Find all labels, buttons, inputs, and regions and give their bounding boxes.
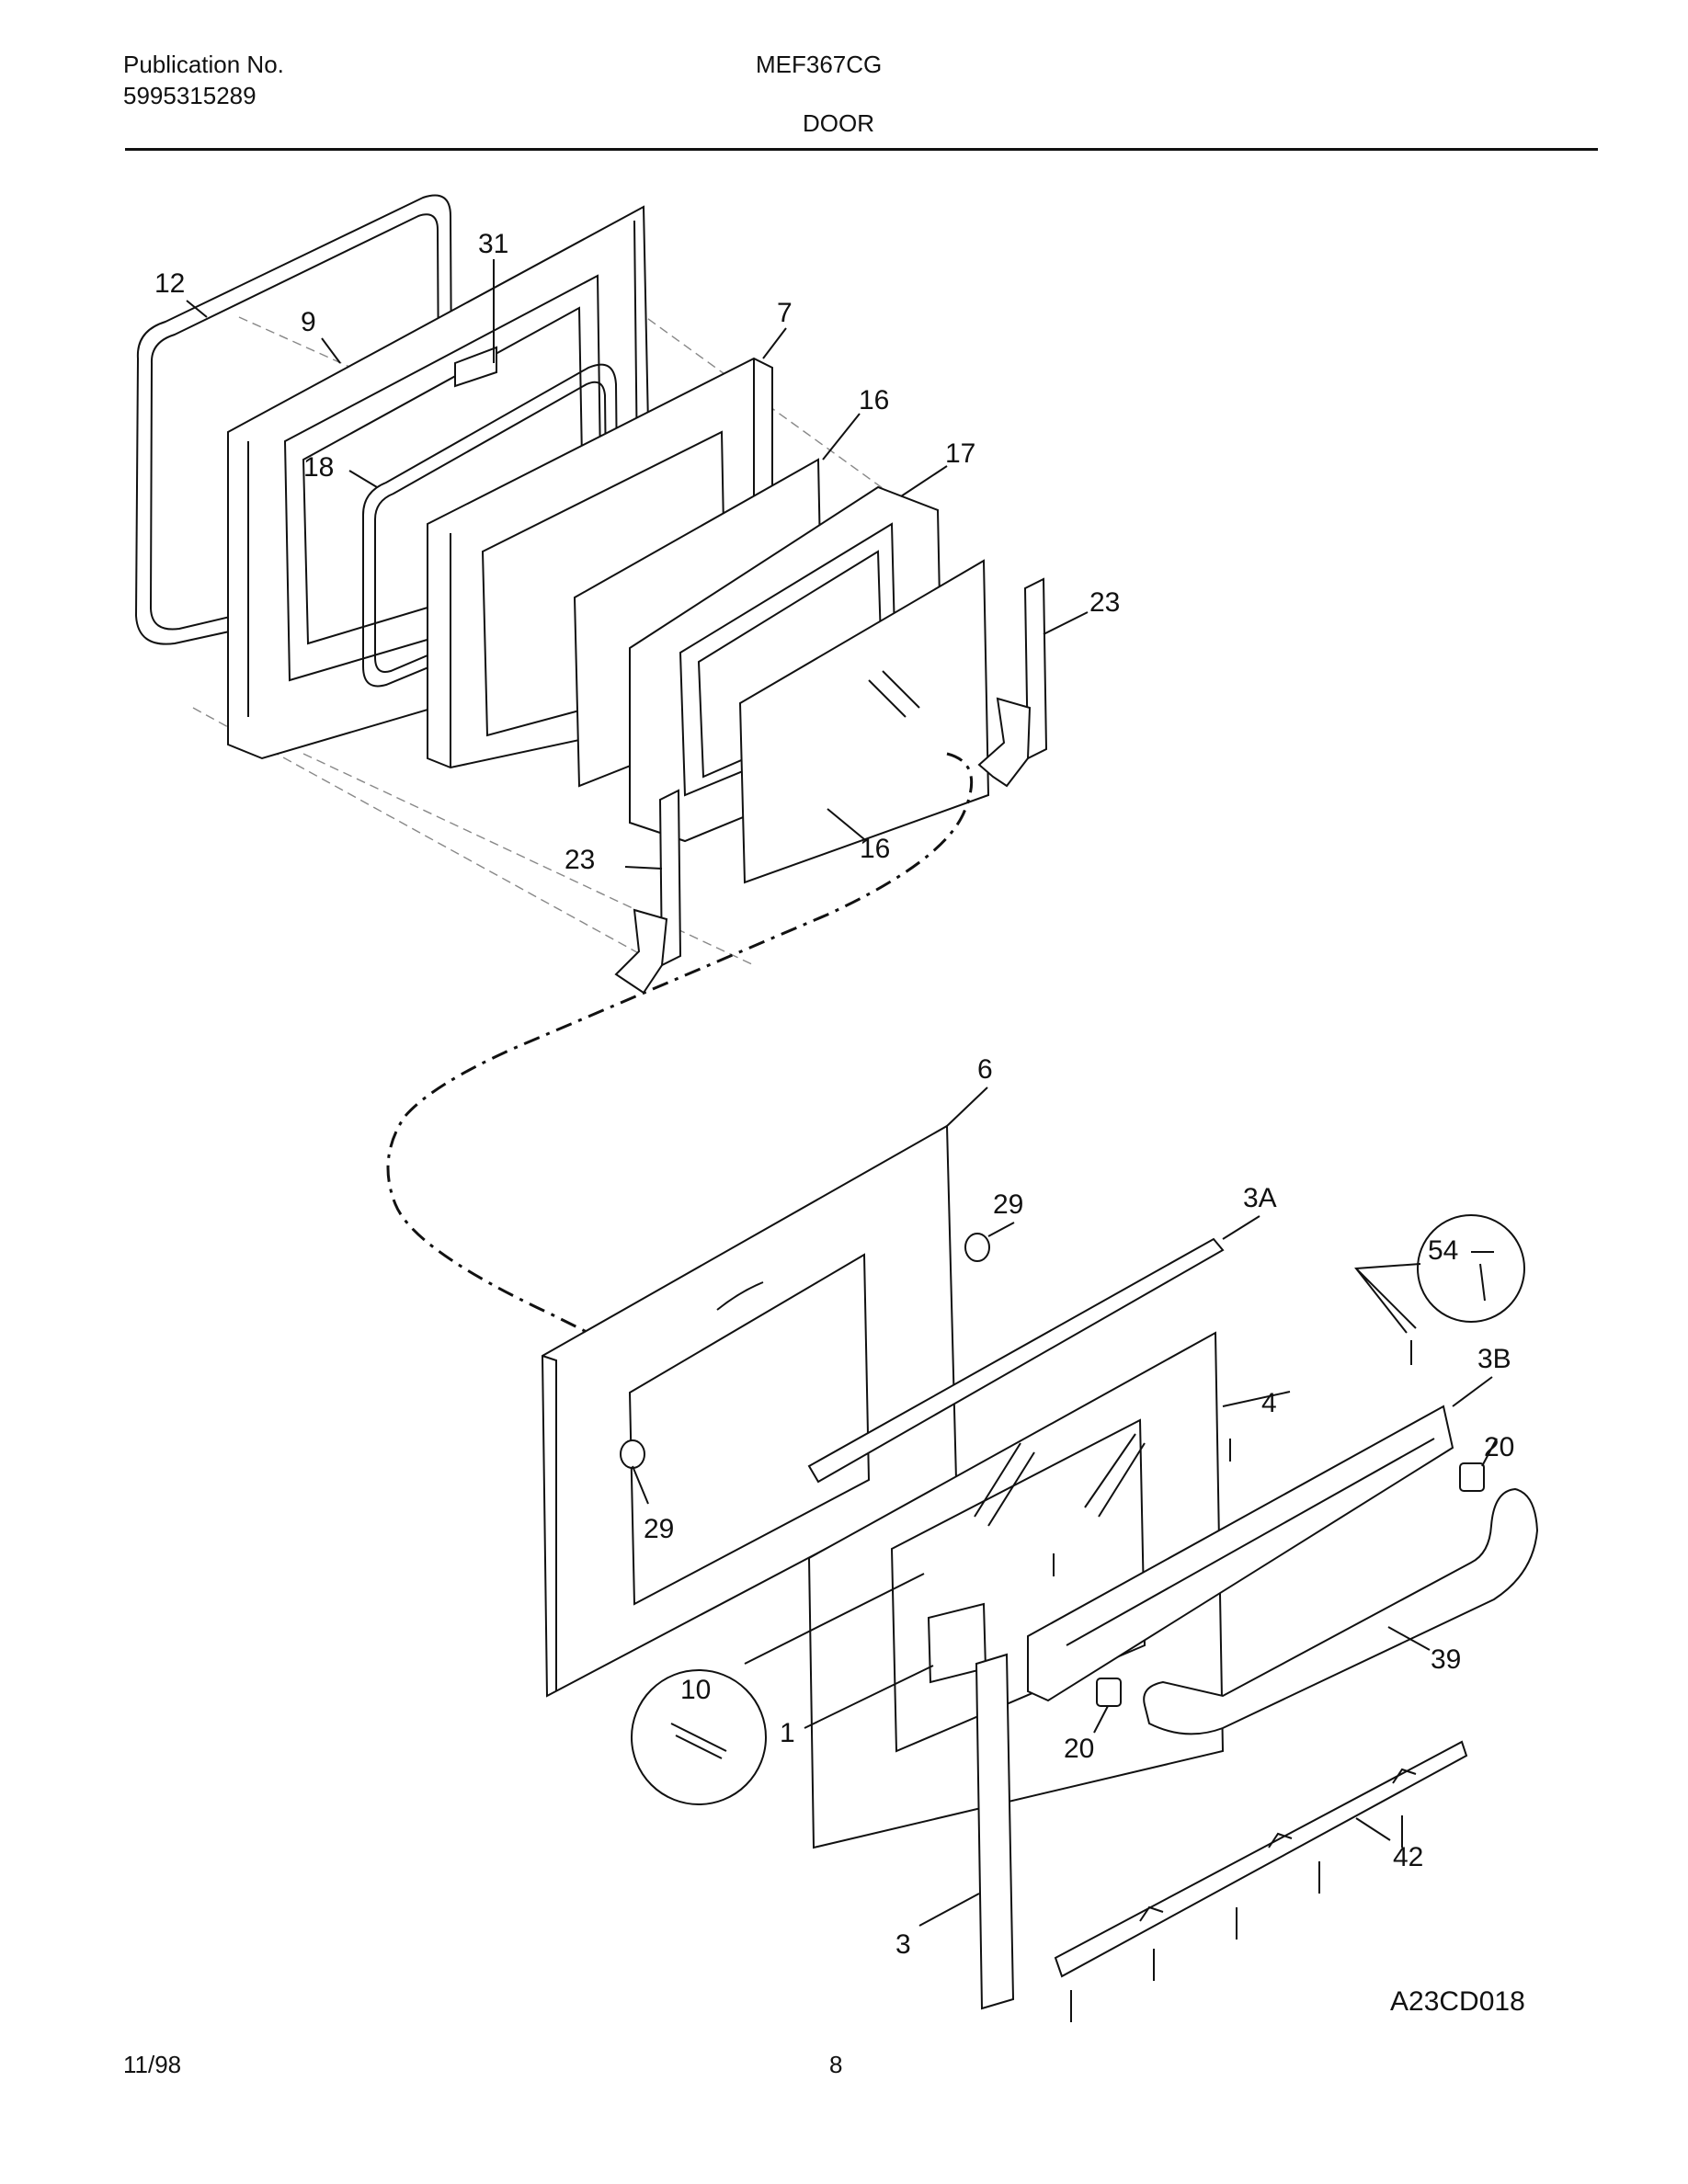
mounting-screws (1053, 1340, 1412, 1576)
callout-17: 17 (945, 438, 975, 469)
trim-end-cap-right (1459, 1462, 1485, 1492)
screw-detail-circle (631, 1573, 925, 1805)
header-rule (125, 148, 1598, 151)
callout-6: 6 (977, 1054, 993, 1085)
callout-1: 1 (780, 1718, 795, 1748)
callout-4: 4 (1261, 1388, 1277, 1418)
screw-detail-circle-54 (1354, 1214, 1525, 1334)
callout-16-upper: 16 (859, 385, 889, 415)
callout-12: 12 (154, 268, 185, 299)
page-number: 8 (829, 2051, 843, 2078)
leader-lines (186, 259, 1498, 1927)
door-hinge-right (977, 577, 1048, 788)
callout-20-left: 20 (1064, 1734, 1094, 1764)
assembly-connector-path (386, 752, 974, 1422)
callout-29-upper: 29 (993, 1189, 1023, 1220)
callout-29-lower: 29 (644, 1514, 674, 1544)
door-bumper-lower (620, 1439, 645, 1469)
callout-42: 42 (1393, 1842, 1423, 1872)
callout-23-left: 23 (565, 845, 595, 875)
trim-end-cap-left (1096, 1678, 1122, 1707)
model-number: MEF367CG (756, 51, 883, 78)
door-trim-strip (807, 1237, 1225, 1484)
callout-3: 3 (895, 1929, 911, 1960)
callout-23-right: 23 (1089, 587, 1120, 618)
baffle-screws (1070, 1815, 1403, 2022)
door-hinge-left (614, 789, 682, 995)
footer-date: 11/98 (123, 2051, 182, 2078)
callout-20-right: 20 (1484, 1432, 1514, 1462)
vent-trim (1027, 1405, 1454, 1702)
callout-54: 54 (1428, 1235, 1458, 1266)
section-title: DOOR (803, 109, 874, 137)
liner-bracket (454, 346, 497, 388)
callout-16-lower: 16 (860, 834, 890, 864)
publication-number: 5995315289 (123, 82, 257, 109)
callout-3A: 3A (1243, 1183, 1277, 1213)
door-handle (1143, 1487, 1539, 1735)
callout-7: 7 (777, 298, 793, 328)
callout-labels: 12 9 31 7 16 17 18 23 23 16 6 29 3A 54 3… (154, 229, 1514, 1960)
callout-18: 18 (303, 452, 334, 483)
callout-10: 10 (680, 1675, 711, 1705)
figure-code: A23CD018 (1390, 1986, 1525, 2017)
callout-39: 39 (1431, 1644, 1461, 1675)
door-side-trim (975, 1653, 1015, 2010)
callout-3B: 3B (1477, 1344, 1511, 1374)
door-bumper-upper (964, 1233, 990, 1262)
door-vent-baffle (1054, 1740, 1468, 1978)
callout-9: 9 (301, 307, 316, 337)
callout-31: 31 (478, 229, 508, 259)
inner-glass-lower (738, 559, 990, 884)
publication-label: Publication No. (123, 51, 284, 78)
